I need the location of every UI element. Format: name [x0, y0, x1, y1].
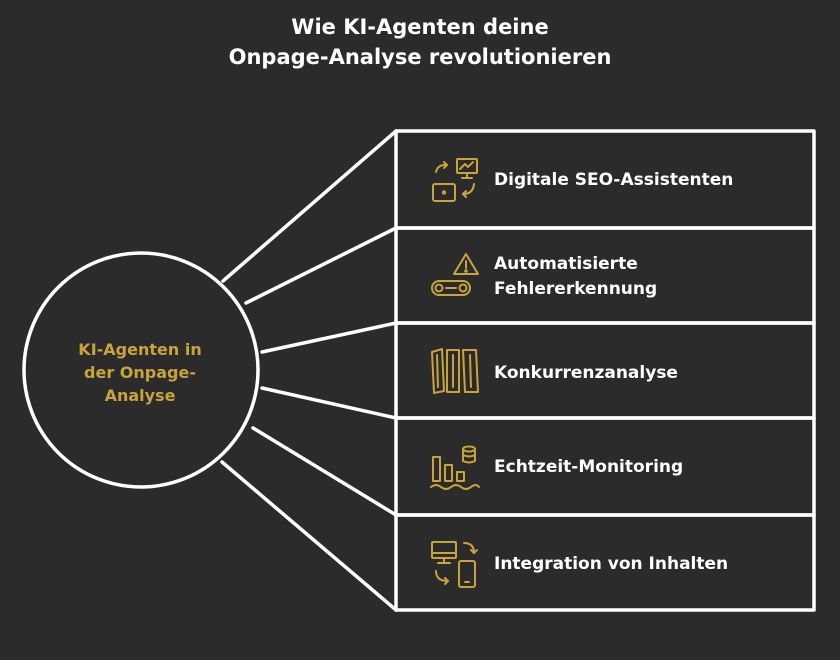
item-5-text: Integration von Inhalten — [494, 554, 729, 574]
connector-line-2 — [244, 226, 398, 305]
hub-label-line-3: Analyse — [104, 386, 176, 405]
warning-conveyor-icon — [431, 253, 479, 296]
devices-sync-icon — [432, 158, 478, 202]
diagram-title: Wie KI-Agenten deine Onpage-Analyse revo… — [0, 12, 840, 72]
connector-line-5 — [251, 426, 398, 517]
item-box-5 — [394, 513, 816, 612]
monitoring-bars-icon — [430, 445, 480, 490]
item-label-3: Konkurrenzanalyse — [494, 361, 678, 386]
item-4-text: Echtzeit-Monitoring — [494, 457, 684, 477]
hub-label-line-1: KI-Agenten in — [78, 340, 202, 359]
columns-icon — [431, 348, 479, 394]
item-1-text: Digitale SEO-Assistenten — [494, 170, 734, 190]
item-label-5: Integration von Inhalten — [494, 552, 728, 577]
item-2-text-line-2: Fehlererkennung — [494, 279, 658, 299]
title-line-1: Wie KI-Agenten deine — [291, 15, 549, 39]
connector-line-6 — [220, 460, 398, 612]
hub-circle — [22, 251, 260, 489]
item-label-1: Digitale SEO-Assistenten — [494, 168, 733, 193]
hub-label: KI-Agenten in der Onpage- Analyse — [40, 338, 240, 407]
hub-label-line-2: der Onpage- — [84, 363, 196, 382]
title-line-2: Onpage-Analyse revolutionieren — [228, 45, 612, 69]
item-2-text-line-1: Automatisierte — [494, 254, 638, 274]
item-label-2: Automatisierte Fehlererkennung — [494, 252, 657, 302]
desktop-mobile-sync-icon — [431, 541, 478, 588]
connector-line-4 — [260, 386, 398, 420]
connector-line-3 — [260, 321, 398, 354]
item-3-text: Konkurrenzanalyse — [494, 363, 678, 383]
connector-line-1 — [221, 129, 398, 283]
item-label-4: Echtzeit-Monitoring — [494, 455, 683, 480]
